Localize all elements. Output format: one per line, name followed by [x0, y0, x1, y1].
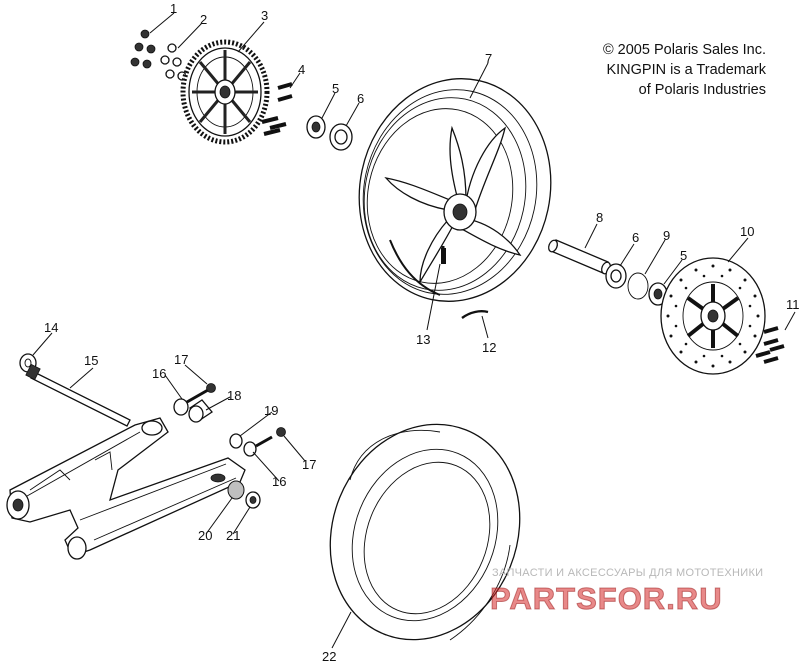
- rear-tire: [329, 423, 521, 641]
- callout-17-lower: 17: [302, 457, 316, 472]
- chain-adjuster-cap: [227, 480, 245, 500]
- callout-8: 8: [596, 210, 603, 225]
- trademark-owner-line: of Polaris Industries: [638, 82, 766, 98]
- callout-2: 2: [200, 12, 207, 27]
- trademark-line: KINGPIN is a Trademark: [606, 62, 766, 78]
- rear-axle: [548, 239, 611, 275]
- watermark-tagline: ЗАПЧАСТИ И АКСЕССУАРЫ ДЛЯ МОТОТЕХНИКИ: [492, 567, 764, 579]
- callout-16-lower: 16: [272, 474, 286, 489]
- callout-14: 14: [44, 320, 58, 335]
- callout-22: 22: [322, 649, 336, 662]
- callout-4: 4: [298, 62, 305, 77]
- swingarm-pivot-shaft: [25, 363, 131, 427]
- chain-adjuster-nut: [245, 491, 261, 509]
- rear-wheel-rim: [358, 78, 552, 302]
- callout-18: 18: [227, 388, 241, 403]
- callout-21: 21: [226, 528, 240, 543]
- pivot-bolt-upper: [173, 388, 209, 416]
- nut-upper: [206, 383, 216, 393]
- sprocket-washers: [160, 43, 187, 81]
- callout-11: 11: [786, 297, 800, 312]
- leader-lines: [32, 12, 796, 649]
- hub-bearing-left: [329, 123, 353, 151]
- callout-16-upper: 16: [152, 366, 166, 381]
- callout-12: 12: [482, 340, 496, 355]
- rear-sprocket: [180, 39, 270, 145]
- spacer: [229, 433, 243, 449]
- callout-13: 13: [416, 332, 430, 347]
- callout-19: 19: [264, 403, 278, 418]
- pivot-bolt-lower: [243, 435, 273, 457]
- callout-9: 9: [663, 228, 670, 243]
- callout-10: 10: [740, 224, 754, 239]
- hub-bearing-right: [605, 263, 627, 289]
- callout-15: 15: [84, 353, 98, 368]
- sprocket-studs: [261, 82, 293, 136]
- bushing: [188, 399, 213, 423]
- rear-brake-disc: [660, 257, 766, 375]
- hub-seal-left: [306, 115, 326, 139]
- callout-6-left: 6: [357, 91, 364, 106]
- rim-tape: [461, 310, 489, 319]
- callout-20: 20: [198, 528, 212, 543]
- callout-5-left: 5: [332, 81, 339, 96]
- callout-3: 3: [261, 8, 268, 23]
- copyright-notice: © 2005 Polaris Sales Inc. KINGPIN is a T…: [603, 40, 766, 100]
- disc-bolts: [755, 326, 785, 364]
- callout-17-upper: 17: [174, 352, 188, 367]
- callout-5-right: 5: [680, 248, 687, 263]
- copyright-line: © 2005 Polaris Sales Inc.: [602, 42, 766, 58]
- swingarm: [6, 417, 246, 560]
- callout-1: 1: [170, 1, 177, 16]
- circlip: [627, 272, 649, 300]
- callout-numbers: 1 2 3 4 5 6 7 8 6 9 5 10 11 12 13 14 15 …: [44, 1, 800, 662]
- watermark-logo: PARTSFOR.RU: [490, 581, 723, 617]
- sprocket-nuts: [130, 29, 156, 69]
- callout-6-right: 6: [632, 230, 639, 245]
- nut-lower: [276, 427, 286, 437]
- callout-7: 7: [485, 51, 492, 66]
